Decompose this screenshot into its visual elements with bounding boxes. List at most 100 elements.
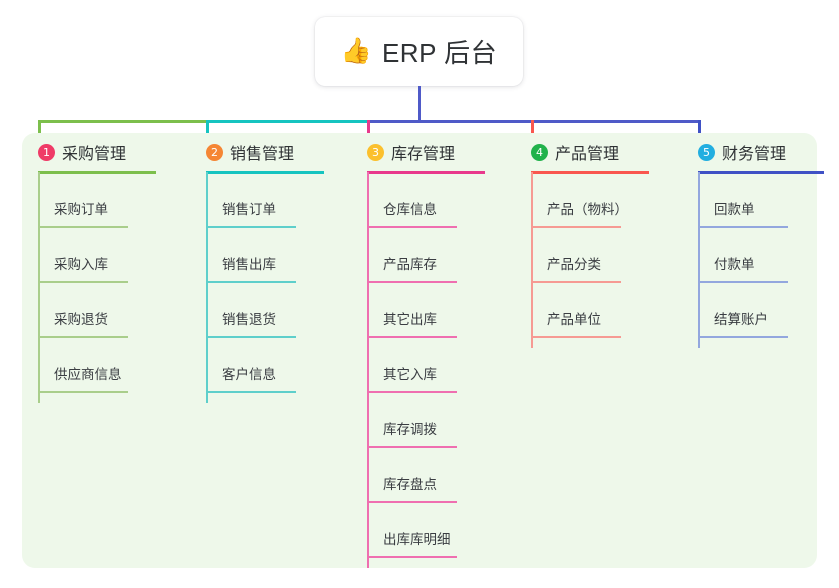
list-item[interactable]: 采购退货 <box>22 284 128 339</box>
list-item-rule <box>699 336 788 338</box>
list-item-rule <box>368 556 457 558</box>
bus-segment-1 <box>38 120 209 123</box>
branch-header-1[interactable]: 1 采购管理 <box>22 133 126 171</box>
list-item[interactable]: 回款单 <box>682 174 788 229</box>
list-item-label: 客户信息 <box>222 367 276 382</box>
branch-column-3: 3 库存管理仓库信息产品库存其它出库其它入库库存调拨库存盘点出库库明细 <box>351 133 485 568</box>
list-item[interactable]: 采购订单 <box>22 174 128 229</box>
branches-panel: 1 采购管理采购订单采购入库采购退货供应商信息 2 销售管理销售订单销售出库销售退货客… <box>22 133 824 568</box>
branch-header-5[interactable]: 5 财务管理 <box>682 133 786 171</box>
list-item-label: 销售退货 <box>222 312 276 327</box>
root-node-card[interactable]: 👍 ERP 后台 <box>315 17 523 86</box>
list-item[interactable]: 结算账户 <box>682 284 788 339</box>
list-item[interactable]: 其它入库 <box>351 339 457 394</box>
branch-header-label: 产品管理 <box>555 146 620 163</box>
list-item-label: 库存调拨 <box>383 422 437 437</box>
branch-spine-line <box>38 172 40 403</box>
list-item-rule <box>368 226 457 228</box>
list-item[interactable]: 产品单位 <box>515 284 621 339</box>
list-item-label: 结算账户 <box>714 312 768 327</box>
list-item-rule <box>368 501 457 503</box>
list-item[interactable]: 库存盘点 <box>351 449 457 504</box>
bus-segment-2 <box>206 120 370 123</box>
branch-spine-line <box>698 172 700 348</box>
list-item[interactable]: 销售订单 <box>190 174 296 229</box>
list-item-label: 采购订单 <box>54 202 108 217</box>
bus-segment-3 <box>367 120 701 123</box>
list-item-label: 产品分类 <box>547 257 601 272</box>
branch-number-badge: 2 <box>206 143 223 161</box>
list-item-label: 出库库明细 <box>383 532 451 547</box>
list-item-label: 销售出库 <box>222 257 276 272</box>
branch-header-label: 采购管理 <box>62 146 127 163</box>
list-item-label: 库存盘点 <box>383 477 437 492</box>
list-item-rule <box>532 336 621 338</box>
list-item-label: 仓库信息 <box>383 202 437 217</box>
branch-number-badge: 3 <box>367 143 384 161</box>
list-item[interactable]: 其它出库 <box>351 284 457 339</box>
list-item[interactable]: 销售退货 <box>190 284 296 339</box>
branch-header-2[interactable]: 2 销售管理 <box>190 133 294 171</box>
list-item-rule <box>39 226 128 228</box>
page-title: ERP 后台 <box>381 38 498 68</box>
list-item-rule <box>368 391 457 393</box>
list-item-label: 其它出库 <box>383 312 437 327</box>
list-item-rule <box>699 226 788 228</box>
list-item-label: 付款单 <box>714 257 755 272</box>
branch-header-rule <box>531 171 649 174</box>
branch-header-label: 财务管理 <box>722 146 787 163</box>
list-item-rule <box>39 391 128 393</box>
list-item[interactable]: 产品库存 <box>351 229 457 284</box>
branch-spine-line <box>367 172 369 568</box>
list-item[interactable]: 库存调拨 <box>351 394 457 449</box>
list-item[interactable]: 付款单 <box>682 229 788 284</box>
branch-number-badge: 1 <box>38 143 55 161</box>
list-item-rule <box>207 226 296 228</box>
list-item[interactable]: 供应商信息 <box>22 339 128 394</box>
list-item-rule <box>532 281 621 283</box>
branch-column-2: 2 销售管理销售订单销售出库销售退货客户信息 <box>190 133 324 403</box>
list-item-rule <box>207 391 296 393</box>
branch-number-badge: 5 <box>698 143 715 161</box>
list-item-rule <box>368 446 457 448</box>
list-item-rule <box>39 336 128 338</box>
thumbs-up-icon: 👍 <box>340 37 372 65</box>
branch-header-label: 销售管理 <box>230 146 295 163</box>
list-item-rule <box>207 281 296 283</box>
list-item-rule <box>699 281 788 283</box>
list-item-label: 回款单 <box>714 202 755 217</box>
list-item[interactable]: 产品分类 <box>515 229 621 284</box>
branch-item-list: 仓库信息产品库存其它出库其它入库库存调拨库存盘点出库库明细 <box>351 174 457 559</box>
branch-item-list: 采购订单采购入库采购退货供应商信息 <box>22 174 128 394</box>
branch-column-1: 1 采购管理采购订单采购入库采购退货供应商信息 <box>22 133 156 403</box>
list-item[interactable]: 产品（物料） <box>515 174 628 229</box>
branch-header-rule <box>698 171 824 174</box>
list-item-rule <box>207 336 296 338</box>
root-stem-line <box>418 86 421 122</box>
list-item[interactable]: 采购入库 <box>22 229 128 284</box>
list-item[interactable]: 仓库信息 <box>351 174 457 229</box>
branch-header-rule <box>38 171 156 174</box>
list-item-label: 其它入库 <box>383 367 437 382</box>
list-item[interactable]: 销售出库 <box>190 229 296 284</box>
branch-item-list: 销售订单销售出库销售退货客户信息 <box>190 174 296 394</box>
list-item[interactable]: 出库库明细 <box>351 504 457 559</box>
branch-item-list: 回款单付款单结算账户 <box>682 174 788 339</box>
list-item-rule <box>532 226 621 228</box>
list-item[interactable]: 客户信息 <box>190 339 296 394</box>
list-item-label: 产品单位 <box>547 312 601 327</box>
branch-header-rule <box>206 171 324 174</box>
branch-header-label: 库存管理 <box>391 146 456 163</box>
list-item-rule <box>368 336 457 338</box>
list-item-label: 产品（物料） <box>547 202 628 217</box>
list-item-label: 产品库存 <box>383 257 437 272</box>
branch-item-list: 产品（物料） 产品分类产品单位 <box>515 174 628 339</box>
list-item-rule <box>39 281 128 283</box>
list-item-label: 采购入库 <box>54 257 108 272</box>
branch-spine-line <box>531 172 533 348</box>
branch-header-rule <box>367 171 485 174</box>
branch-header-3[interactable]: 3 库存管理 <box>351 133 455 171</box>
